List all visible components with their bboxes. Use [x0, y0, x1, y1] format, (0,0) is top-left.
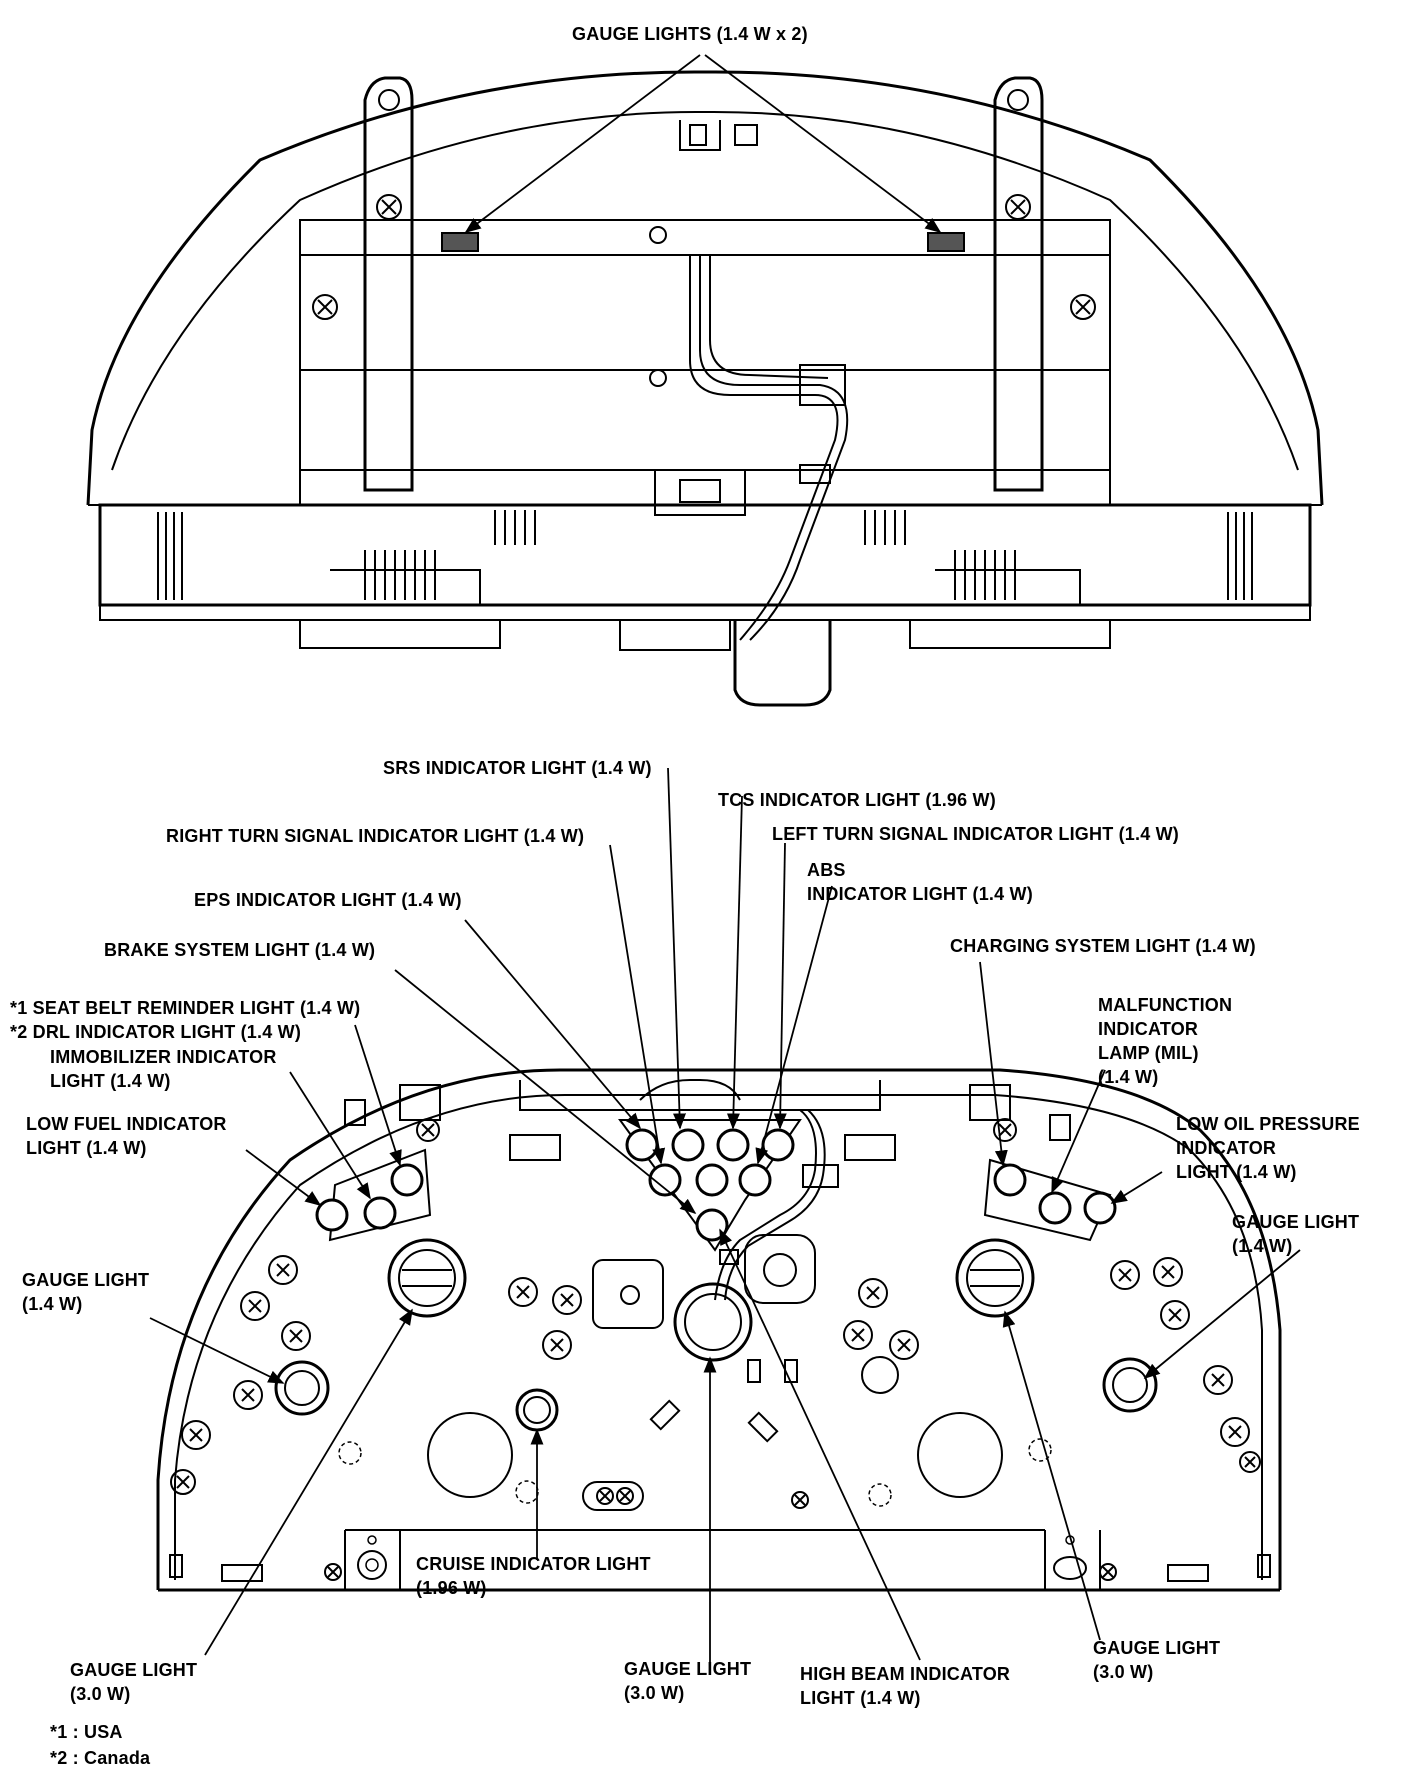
- label-gauge-light-left: GAUGE LIGHT (1.4 W): [22, 1270, 150, 1314]
- label-low-fuel-indicator: LOW FUEL INDICATOR LIGHT (1.4 W): [26, 1114, 227, 1158]
- label-srs-indicator: SRS INDICATOR LIGHT (1.4 W): [383, 758, 652, 778]
- label-right-turn-signal: RIGHT TURN SIGNAL INDICATOR LIGHT (1.4 W…: [166, 826, 585, 846]
- label-gauge-light-right: GAUGE LIGHT (1.4 W): [1232, 1212, 1360, 1256]
- label-cruise-indicator: CRUISE INDICATOR LIGHT (1.96 W): [416, 1554, 651, 1598]
- footnote-usa: *1 : USA: [50, 1722, 123, 1742]
- label-gauge-light-bottom-left: GAUGE LIGHT (3.0 W): [70, 1660, 198, 1704]
- label-gauge-light-bottom-center: GAUGE LIGHT (3.0 W): [624, 1659, 752, 1703]
- label-drl-indicator: *2 DRL INDICATOR LIGHT (1.4 W): [10, 1022, 302, 1042]
- label-high-beam-indicator: HIGH BEAM INDICATOR LIGHT (1.4 W): [800, 1664, 1011, 1708]
- fins-left: [157, 510, 536, 600]
- gauge-sockets: [274, 1238, 1158, 1432]
- label-malfunction-indicator-lamp: MALFUNCTION INDICATOR LAMP (MIL) (1.4 W): [1098, 995, 1233, 1087]
- label-tcs-indicator: TCS INDICATOR LIGHT (1.96 W): [718, 790, 996, 810]
- label-brake-system: BRAKE SYSTEM LIGHT (1.4 W): [104, 940, 376, 960]
- indicator-bulbs: [315, 1109, 1117, 1301]
- bracket-right: [993, 76, 1096, 492]
- leader-lines: [149, 767, 1301, 1670]
- cluster-back-view: [86, 54, 1324, 707]
- fins-right: [864, 510, 1253, 600]
- label-left-turn-signal: LEFT TURN SIGNAL INDICATOR LIGHT (1.4 W): [772, 824, 1179, 844]
- label-eps-indicator: EPS INDICATOR LIGHT (1.4 W): [194, 890, 462, 910]
- bracket-left: [312, 76, 414, 492]
- label-seat-belt-reminder: *1 SEAT BELT REMINDER LIGHT (1.4 W): [10, 998, 361, 1018]
- gauge-light-lamp-left: [441, 232, 479, 252]
- footnote-canada: *2 : Canada: [50, 1748, 151, 1768]
- screw-set: [170, 1118, 1261, 1581]
- gauge-light-lamp-right: [927, 232, 965, 252]
- label-abs-indicator: ABS INDICATOR LIGHT (1.4 W): [807, 860, 1033, 904]
- cluster-front-view: [149, 767, 1301, 1670]
- label-gauge-light-bottom-right: GAUGE LIGHT (3.0 W): [1093, 1638, 1221, 1682]
- label-low-oil-pressure: LOW OIL PRESSURE INDICATOR LIGHT (1.4 W): [1176, 1114, 1360, 1182]
- label-immobilizer-indicator: IMMOBILIZER INDICATOR LIGHT (1.4 W): [50, 1047, 277, 1091]
- label-gauge-lights-top: GAUGE LIGHTS (1.4 W x 2): [572, 24, 808, 44]
- label-charging-system: CHARGING SYSTEM LIGHT (1.4 W): [950, 936, 1256, 956]
